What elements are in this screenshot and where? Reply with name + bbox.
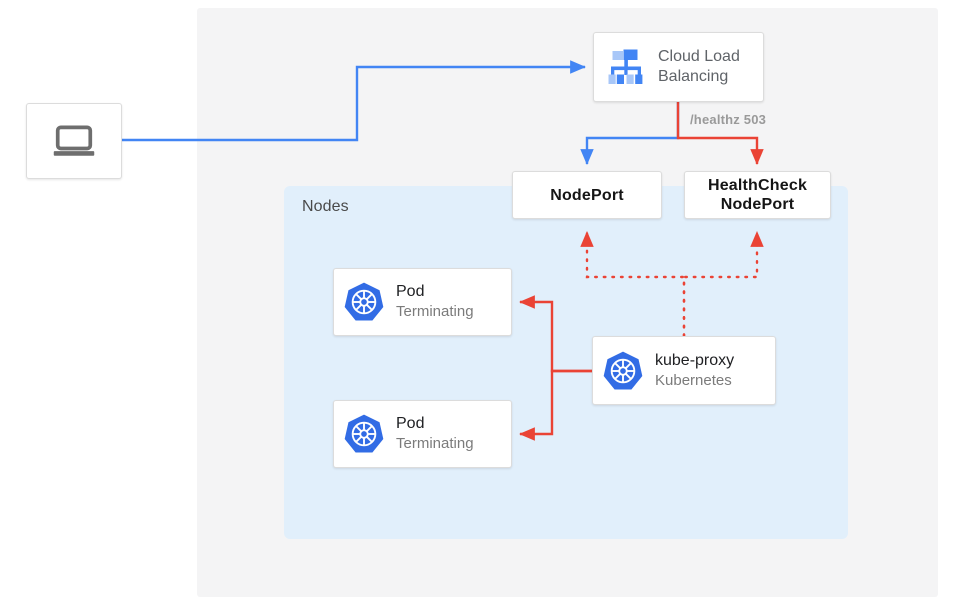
healthcheck-nodeport-label-1: HealthCheck <box>707 177 808 194</box>
kube-proxy-title: kube-proxy <box>655 351 735 369</box>
kube-proxy-card[interactable]: kube-proxy Kubernetes <box>592 336 776 405</box>
kube-proxy-text: kube-proxy Kubernetes <box>655 351 734 391</box>
laptop-icon <box>52 119 96 163</box>
cloud-load-balancing-card[interactable]: Cloud Load Balancing <box>593 32 764 102</box>
pod-1-title: Pod <box>396 283 425 300</box>
pod-2-status: Terminating <box>396 435 474 452</box>
pod-terminating-1-card[interactable]: Pod Terminating <box>333 268 512 336</box>
pod-2-text: Pod Terminating <box>396 414 474 454</box>
pod-terminating-2-card[interactable]: Pod Terminating <box>333 400 512 468</box>
client-laptop-card[interactable] <box>26 103 122 179</box>
pod-1-status: Terminating <box>396 303 474 320</box>
clb-title-line-2: Balancing <box>658 68 729 85</box>
nodeport-card[interactable]: NodePort <box>512 171 662 219</box>
kubernetes-icon <box>601 349 645 393</box>
clb-title-line-1: Cloud Load <box>658 48 740 65</box>
cloud-load-balancing-icon <box>604 45 648 89</box>
healthcheck-nodeport-label-2: NodePort <box>720 196 795 213</box>
healthcheck-nodeport-card[interactable]: HealthCheck NodePort <box>684 171 831 219</box>
kube-proxy-subtitle: Kubernetes <box>655 371 732 389</box>
nodes-region-label: Nodes <box>302 198 349 215</box>
pod-1-text: Pod Terminating <box>396 282 474 322</box>
healthz-503-label: /healthz 503 <box>690 112 767 127</box>
cloud-load-balancing-text: Cloud Load Balancing <box>658 47 740 87</box>
pod-2-title: Pod <box>396 415 425 432</box>
healthcheck-nodeport-label-group: HealthCheck NodePort <box>708 176 807 214</box>
kubernetes-icon <box>342 412 386 456</box>
kubernetes-icon <box>342 280 386 324</box>
nodeport-label: NodePort <box>550 186 624 204</box>
